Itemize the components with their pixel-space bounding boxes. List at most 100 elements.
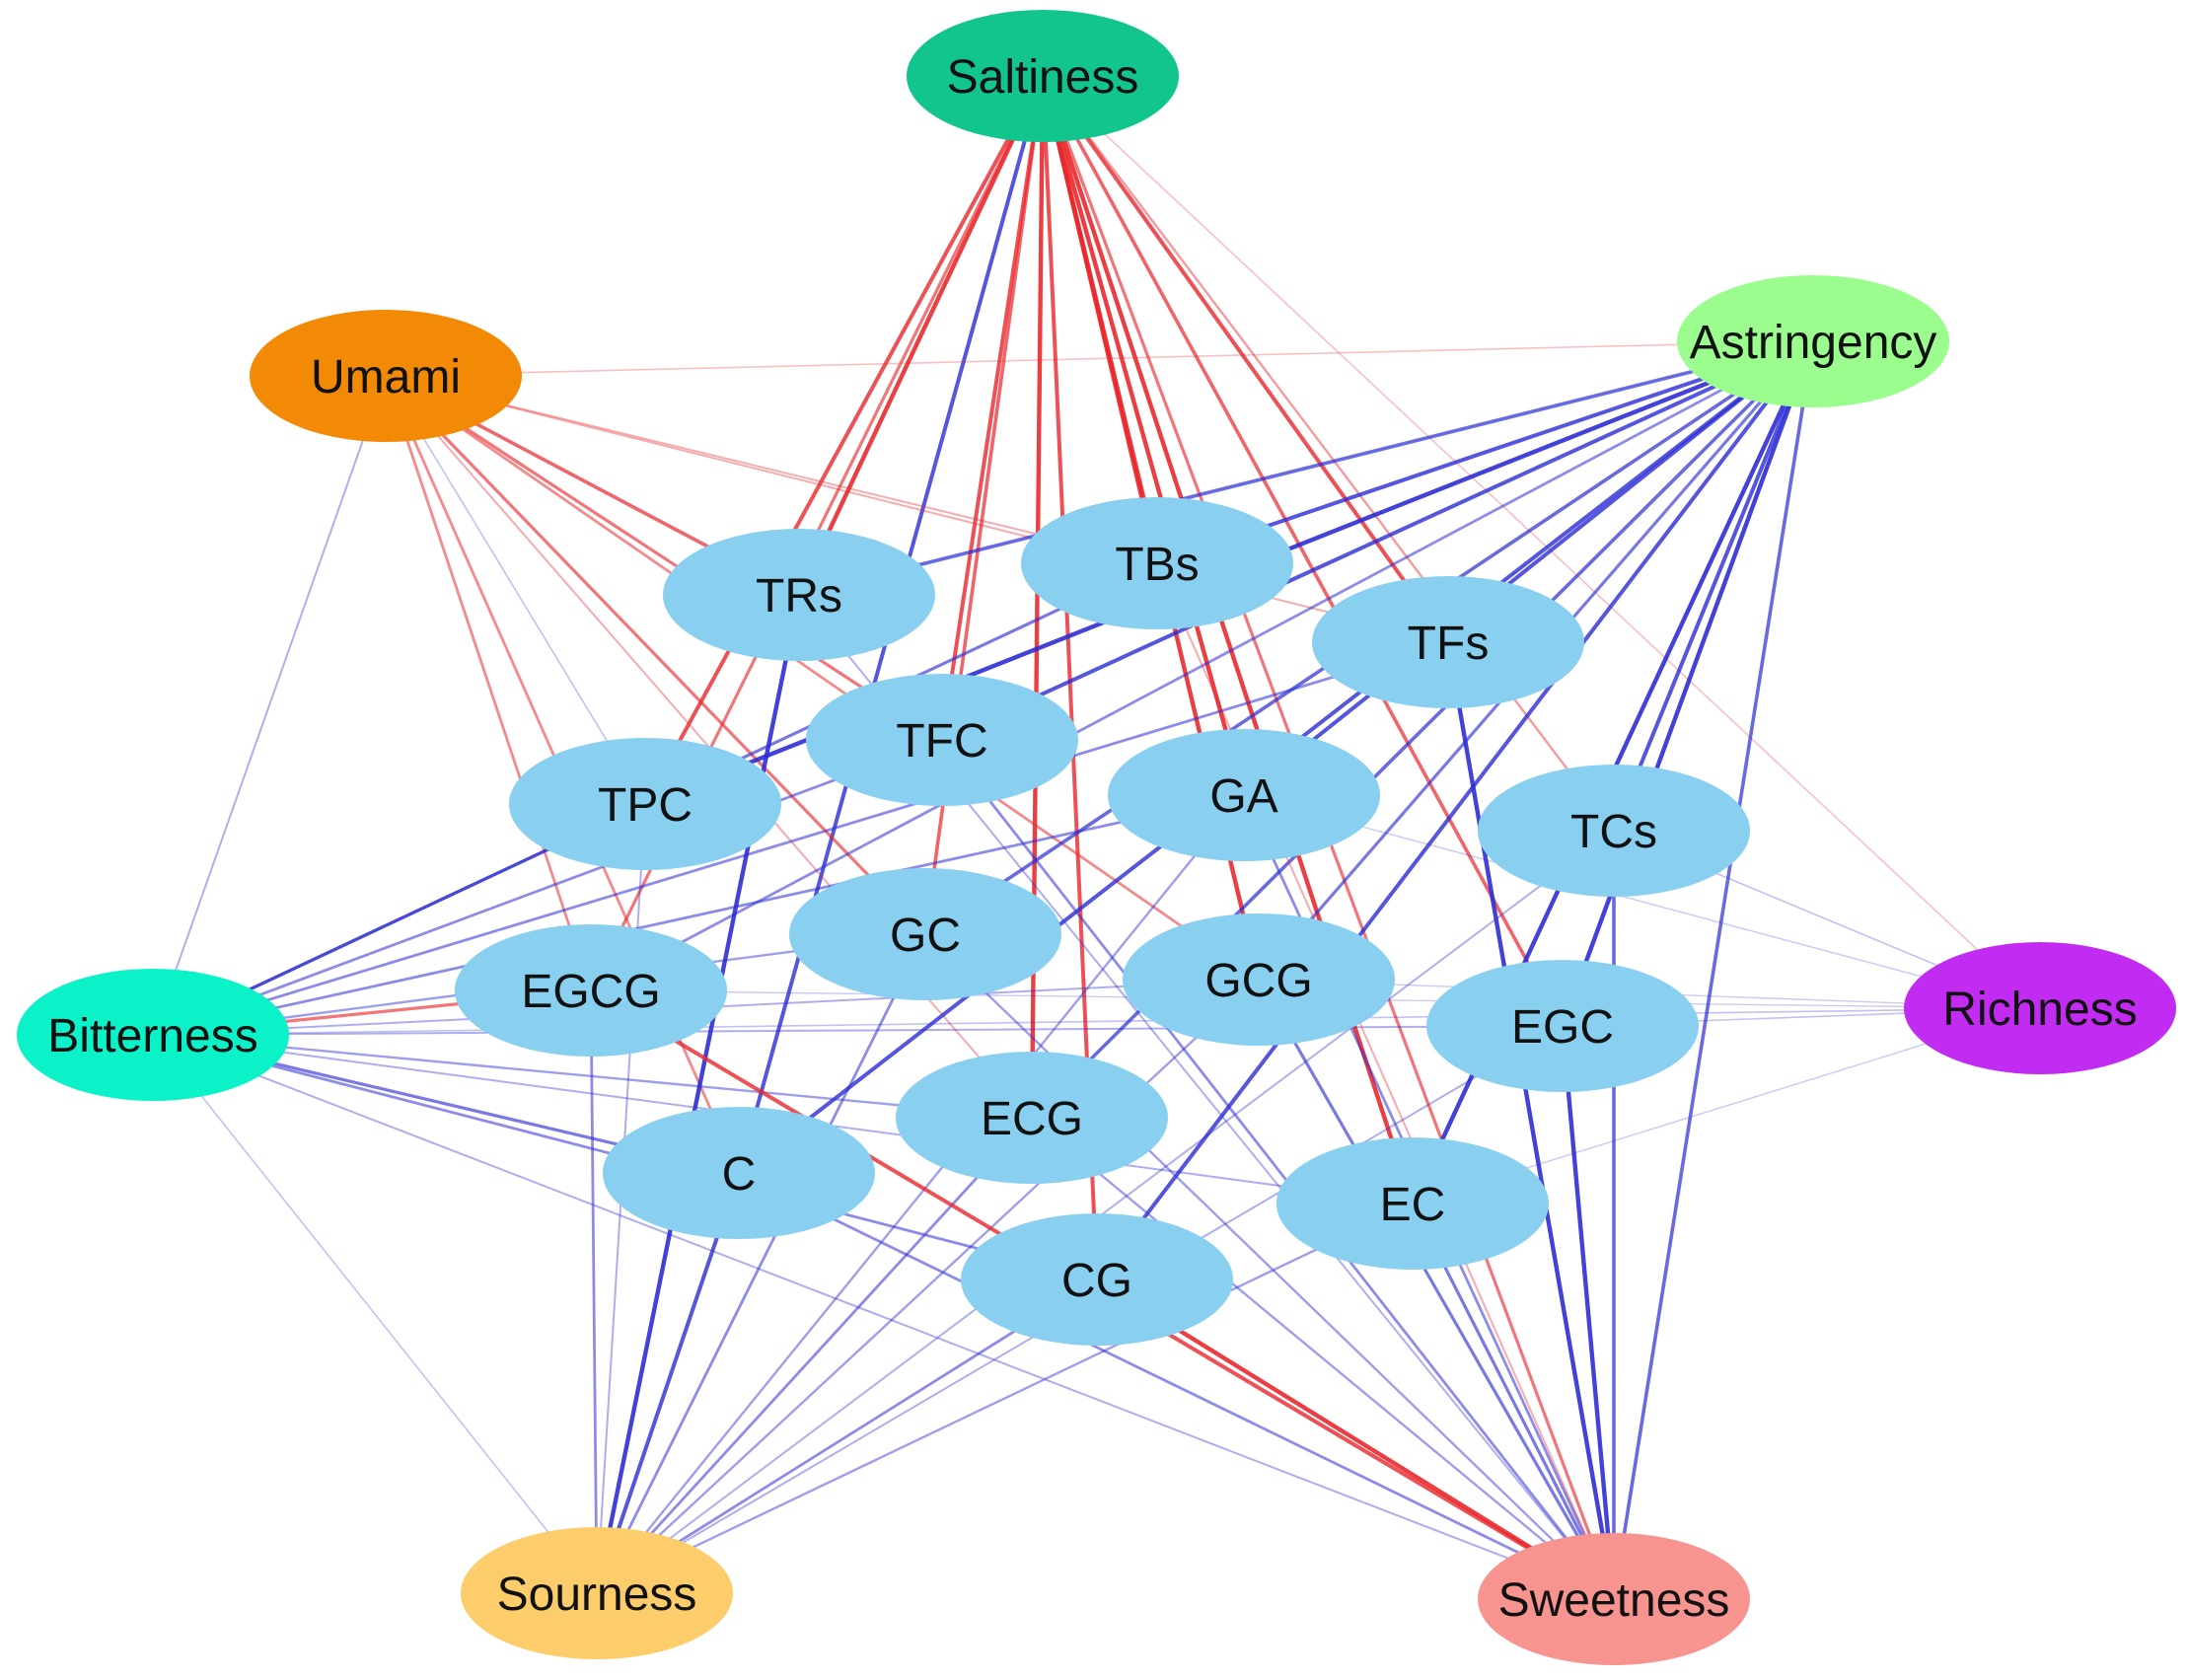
- compound-node-shape: [603, 1107, 875, 1239]
- edge-richness-ga: [1243, 794, 2041, 1009]
- edge-sweetness-gc: [923, 932, 1616, 1601]
- taste-node-shape: [250, 310, 522, 442]
- edge-astringency-egcg: [589, 339, 1815, 992]
- edge-astringency-tcs: [1612, 339, 1815, 833]
- compound-node-tcs: TCs: [1478, 765, 1750, 897]
- edge-saltiness-tfs: [1041, 74, 1450, 644]
- edge-umami-tbs: [385, 375, 1158, 564]
- compound-node-tfs: TFs: [1312, 576, 1584, 708]
- compound-node-label: TRs: [756, 570, 842, 622]
- edge-saltiness-richness: [1042, 75, 2041, 1009]
- taste-node-shape: [461, 1527, 733, 1659]
- edge-umami-tpc: [385, 375, 646, 805]
- compound-node-shape: [806, 674, 1078, 806]
- compound-node-gcg: GCG: [1123, 913, 1395, 1046]
- compound-node-ec: EC: [1276, 1137, 1549, 1270]
- taste-node-sourness: Sourness: [461, 1527, 733, 1659]
- taste-node-shape: [1677, 275, 1949, 407]
- edge-astringency-cg: [1095, 339, 1815, 1281]
- edge-saltiness-trs: [796, 73, 1046, 598]
- taste-node-label: Sourness: [497, 1569, 697, 1621]
- edge-umami-astringency: [385, 340, 1814, 377]
- compound-node-c: C: [603, 1107, 875, 1239]
- edge-sourness-egcg: [589, 988, 599, 1595]
- edge-umami-egcg: [384, 374, 593, 992]
- compound-node-shape: [1123, 913, 1395, 1046]
- compound-node-shape: [509, 738, 781, 870]
- compound-node-egc: EGC: [1426, 960, 1699, 1092]
- compound-node-label: CG: [1061, 1255, 1132, 1307]
- compound-node-label: EGCG: [521, 966, 660, 1018]
- edge-sourness-trs: [594, 592, 802, 1596]
- edge-sourness-c: [595, 1171, 741, 1595]
- compound-node-shape: [1108, 729, 1380, 861]
- taste-node-sweetness: Sweetness: [1478, 1533, 1750, 1665]
- compound-node-label: EC: [1380, 1179, 1446, 1231]
- compound-node-label: TFs: [1408, 618, 1490, 670]
- compound-node-ga: GA: [1108, 729, 1380, 861]
- compound-node-cg: CG: [961, 1213, 1233, 1346]
- taste-node-shape: [907, 10, 1179, 142]
- edge-bitterness-tfc: [151, 738, 944, 1037]
- compound-node-shape: [1276, 1137, 1549, 1270]
- compound-node-tpc: TPC: [509, 738, 781, 870]
- edge-sweetness-c: [737, 1171, 1616, 1601]
- compound-node-egcg: EGCG: [455, 924, 727, 1057]
- taste-node-bitterness: Bitterness: [17, 969, 289, 1101]
- compound-node-gc: GC: [789, 868, 1061, 1000]
- edge-astringency-sweetness: [1612, 339, 1815, 1601]
- taste-node-saltiness: Saltiness: [907, 10, 1179, 142]
- edge-sourness-ec: [595, 1202, 1415, 1595]
- edge-sweetness-tfc: [940, 738, 1616, 1601]
- compound-node-label: GC: [890, 910, 961, 962]
- edge-umami-tfc: [384, 374, 944, 742]
- edge-sweetness-egc: [1560, 1023, 1617, 1602]
- edge-sweetness-ecg: [1030, 1116, 1616, 1601]
- edge-umami-bitterness: [152, 375, 387, 1036]
- compound-node-shape: [455, 924, 727, 1057]
- edge-sourness-bitterness: [152, 1034, 598, 1594]
- compound-node-label: TPC: [598, 779, 693, 832]
- compound-node-label: GCG: [1204, 955, 1312, 1007]
- edge-sourness-gcg: [595, 978, 1261, 1595]
- taste-node-shape: [1478, 1533, 1750, 1665]
- edge-sweetness-ec: [1411, 1202, 1616, 1601]
- edge-astringency-trs: [797, 339, 1815, 597]
- edge-saltiness-tpc: [643, 74, 1045, 806]
- edge-sourness-ecg: [595, 1116, 1034, 1595]
- compound-node-shape: [1478, 765, 1750, 897]
- compound-node-trs: TRs: [663, 529, 935, 661]
- edge-saltiness-tcs: [1041, 74, 1616, 833]
- edge-astringency-tfc: [940, 339, 1815, 742]
- edge-sweetness-tfs: [1445, 639, 1617, 1602]
- compound-node-shape: [961, 1213, 1233, 1346]
- compound-node-tfc: TFC: [806, 674, 1078, 806]
- compound-node-tbs: TBs: [1021, 497, 1293, 629]
- taste-node-label: Richness: [1942, 984, 2137, 1036]
- edge-umami-gcg: [384, 374, 1261, 982]
- taste-node-label: Bitterness: [47, 1010, 257, 1062]
- taste-node-richness: Richness: [1904, 942, 2176, 1074]
- compound-node-shape: [789, 868, 1061, 1000]
- edge-saltiness-ga: [1040, 73, 1247, 798]
- edge-bitterness-ga: [151, 793, 1246, 1037]
- edge-astringency-egc: [1560, 338, 1816, 1029]
- edge-sourness-gc: [595, 932, 927, 1595]
- taste-node-umami: Umami: [250, 310, 522, 442]
- compound-node-shape: [663, 529, 935, 661]
- taste-node-label: Astringency: [1690, 317, 1937, 369]
- compound-node-label: EGC: [1511, 1001, 1614, 1054]
- taste-node-label: Saltiness: [947, 51, 1139, 104]
- edge-sweetness-bitterness: [152, 1034, 1615, 1600]
- taste-node-label: Sweetness: [1498, 1574, 1730, 1627]
- edge-umami-gc: [384, 374, 927, 936]
- compound-node-label: C: [722, 1148, 757, 1201]
- edge-saltiness-egc: [1041, 74, 1565, 1028]
- compound-node-shape: [1426, 960, 1699, 1092]
- edge-sourness-tcs: [596, 830, 1615, 1594]
- taste-node-label: Umami: [311, 351, 461, 403]
- edge-sweetness-gcg: [1257, 978, 1616, 1601]
- compound-node-label: TBs: [1115, 539, 1199, 591]
- edge-sourness-cg: [595, 1278, 1099, 1595]
